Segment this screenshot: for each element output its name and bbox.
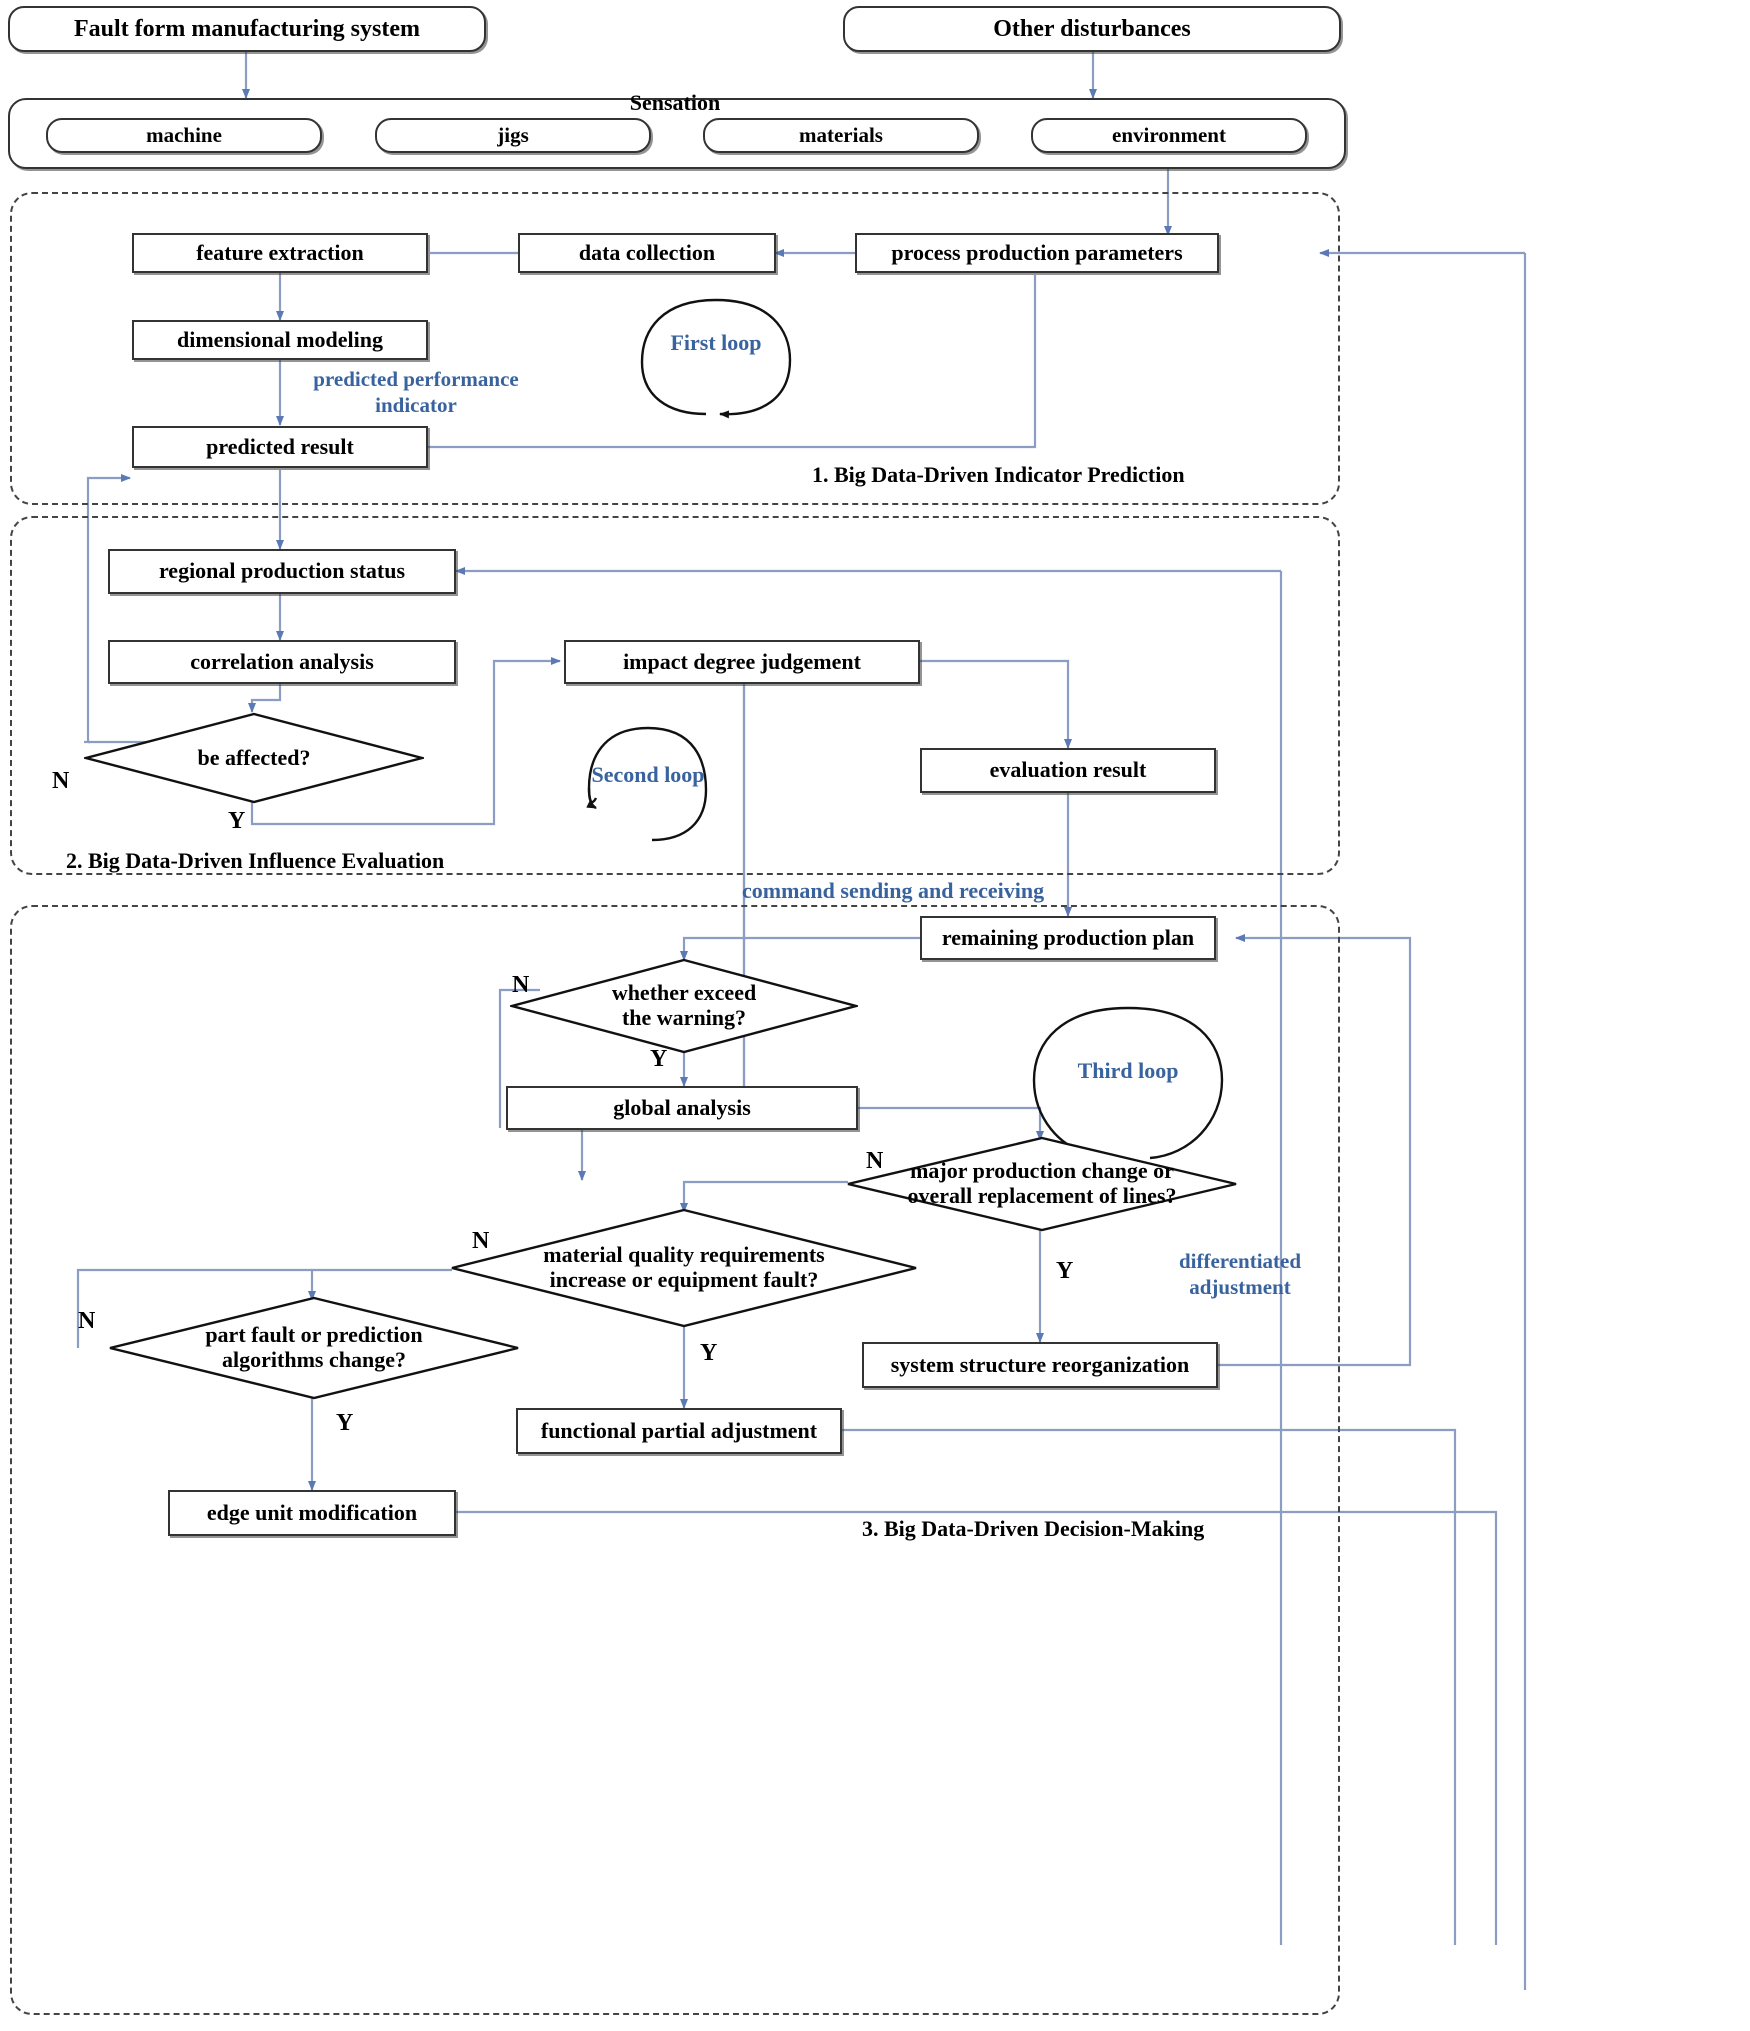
node-correlation-analysis[interactable]: correlation analysis (108, 640, 456, 684)
branch-label-exceed-n: N (512, 972, 530, 998)
node-process-production-parameters[interactable]: process production parameters (855, 233, 1219, 273)
node-edge-unit-modification[interactable]: edge unit modification (168, 1490, 456, 1536)
edge-label-command-sending-and-receiving: command sending and receiving (742, 878, 1045, 903)
node-feature-extraction[interactable]: feature extraction (132, 233, 428, 273)
node-evaluation-result[interactable]: evaluation result (920, 748, 1216, 793)
section-1-label: 1. Big Data-Driven Indicator Prediction (812, 462, 1185, 487)
third-loop-label: Third loop (1077, 1058, 1179, 1083)
node-global-analysis[interactable]: global analysis (506, 1086, 858, 1130)
sensation-item-jigs[interactable]: jigs (375, 118, 651, 153)
branch-label-material-n: N (472, 1228, 490, 1254)
node-other-disturbances[interactable]: Other disturbances (843, 6, 1341, 52)
decision-material-quality-label: material quality requirements increase o… (543, 1242, 825, 1292)
node-functional-partial-adjustment[interactable]: functional partial adjustment (516, 1408, 842, 1454)
first-loop-label: First loop (670, 330, 762, 355)
section-2-label: 2. Big Data-Driven Influence Evaluation (66, 848, 445, 873)
decision-major-production-change-label: major production change or overall repla… (907, 1158, 1177, 1208)
decision-part-fault-label: part fault or prediction algorithms chan… (205, 1322, 423, 1372)
node-predicted-result[interactable]: predicted result (132, 426, 428, 468)
node-dimensional-modeling[interactable]: dimensional modeling (132, 320, 428, 360)
section-1-boundary (10, 192, 1340, 505)
section-3-boundary (10, 905, 1340, 2015)
node-data-collection[interactable]: data collection (518, 233, 776, 273)
section-2-boundary (10, 516, 1340, 875)
branch-label-be-affected-y: Y (228, 808, 246, 834)
branch-label-exceed-y: Y (650, 1046, 668, 1072)
decision-material-quality[interactable] (450, 1208, 918, 1328)
node-remaining-production-plan[interactable]: remaining production plan (920, 916, 1216, 960)
decision-major-production-change[interactable] (846, 1136, 1238, 1232)
decision-whether-exceed-label: whether exceed the warning? (611, 980, 757, 1030)
decision-part-fault[interactable] (108, 1296, 520, 1400)
node-fault-source[interactable]: Fault form manufacturing system (8, 6, 486, 52)
decision-be-affected[interactable] (84, 712, 424, 804)
node-system-structure-reorganization[interactable]: system structure reorganization (862, 1342, 1218, 1388)
branch-label-be-affected-n: N (52, 768, 70, 794)
edge-label-differentiated-adjustment: differentiated adjustment (1178, 1249, 1302, 1300)
branch-label-part-n: N (78, 1308, 96, 1334)
sensation-title: Sensation (629, 90, 721, 115)
node-regional-production-status[interactable]: regional production status (108, 549, 456, 594)
branch-label-major-n: N (866, 1148, 884, 1174)
node-impact-degree-judgement[interactable]: impact degree judgement (564, 640, 920, 684)
sensation-item-materials[interactable]: materials (703, 118, 979, 153)
branch-label-material-y: Y (700, 1340, 718, 1366)
sensation-item-environment[interactable]: environment (1031, 118, 1307, 153)
sensation-item-machine[interactable]: machine (46, 118, 322, 153)
branch-label-part-y: Y (336, 1410, 354, 1436)
node-other-disturbances-label: Other disturbances (993, 15, 1191, 42)
section-3-label: 3. Big Data-Driven Decision-Making (862, 1516, 1205, 1541)
branch-label-major-y: Y (1056, 1258, 1074, 1284)
edge-label-predicted-performance-indicator: predicted performance indicator (313, 367, 519, 418)
decision-be-affected-label: be affected? (197, 744, 311, 770)
node-fault-source-label: Fault form manufacturing system (74, 15, 420, 42)
second-loop-label: Second loop (591, 762, 705, 787)
decision-whether-exceed[interactable] (510, 958, 858, 1054)
